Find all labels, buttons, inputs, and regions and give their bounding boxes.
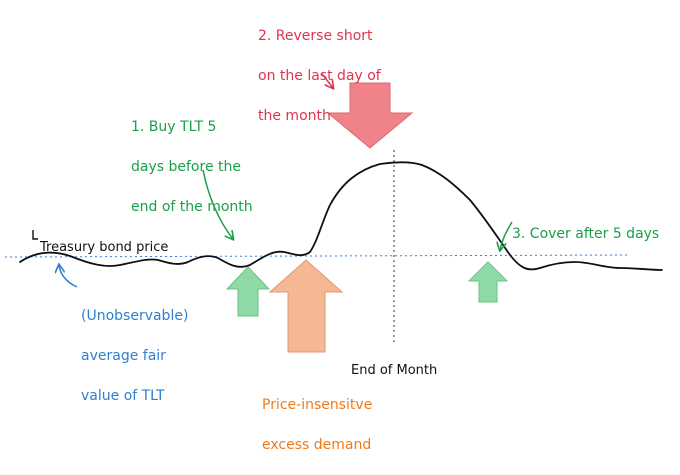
tlt-month-end-diagram [4, 73, 663, 353]
cover-arrow [467, 261, 509, 303]
buy-pointer [202, 169, 233, 239]
bond-price-label: Treasury bond price [40, 240, 169, 255]
excess-demand-arrow [268, 259, 344, 353]
bond-price-curve [19, 161, 663, 271]
end-of-month-label: End of Month [351, 363, 438, 378]
reverse-short-pointer [321, 73, 333, 88]
cover-label: 3. Cover after 5 days [512, 226, 660, 242]
reverse-short-label: 2. Reverse short on the last day of the … [258, 28, 381, 124]
fair-value-label: (Unobservable) average fair value of TLT [81, 308, 189, 404]
fair-value-pointer [59, 265, 78, 288]
fair-value-line [4, 254, 631, 258]
buy-arrow [225, 266, 271, 317]
bond-price-tick [32, 230, 38, 240]
buy-tlt-label: 1. Buy TLT 5 days before the end of the … [131, 119, 253, 215]
cover-pointer [500, 221, 513, 250]
excess-demand-label: Price-insensitve excess demand [262, 397, 373, 453]
reverse-short-arrow [326, 82, 414, 149]
